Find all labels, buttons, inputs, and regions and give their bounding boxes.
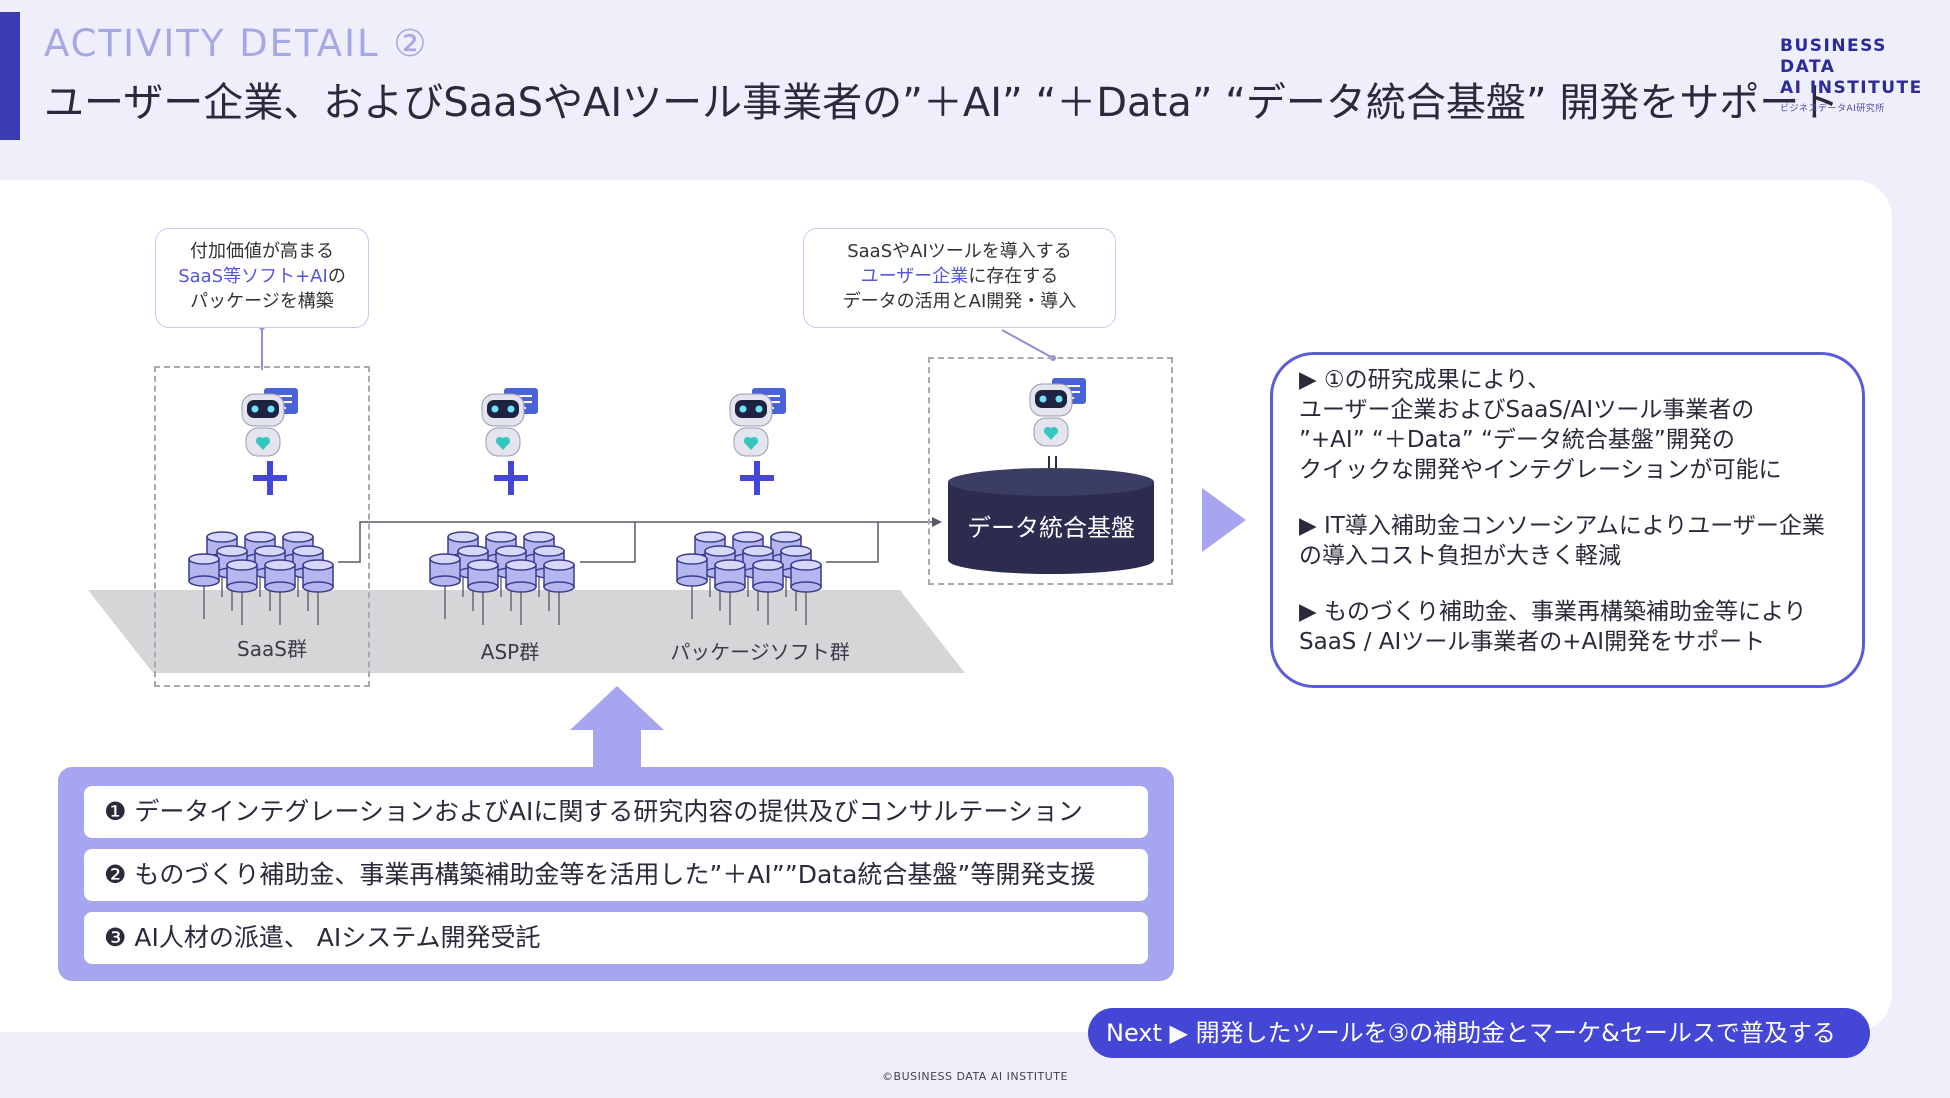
copyright: ©BUSINESS DATA AI INSTITUTE [882,1070,1068,1083]
page-title: ユーザー企業、およびSaaSやAIツール事業者の”＋AI” “＋Data” “デ… [44,80,1840,126]
robot-icon [481,387,539,457]
next-step-banner: Next ▶ 開発したツールを③の補助金とマーケ&セールスで普及する [1088,1008,1870,1058]
group-label-saas: SaaS群 [237,637,307,661]
support-item: ❸ AI人材の派遣、 AIシステム開発受託 [84,912,1148,964]
up-arrow-icon [570,686,664,770]
callout-left-line-1: 付加価値が高まる [190,241,334,262]
plus-icon [740,461,774,495]
callout-right-line-2-suffix: に存在する [968,266,1059,287]
summary-box: ▶ ①の研究成果により、 ユーザー企業およびSaaS/AIツール事業者の ”+A… [1270,352,1865,688]
logo-line-2: DATA [1780,57,1836,77]
platform-shadow [88,590,965,673]
logo-line-4: ビジネスデータAI研究所 [1780,104,1885,114]
data-flow-line [338,521,932,563]
database-icon [948,468,1154,574]
callout-left-line-2-suffix: の [327,266,346,287]
database-frame [928,357,1173,585]
callout-right-line-1: SaaSやAIツールを導入する [847,241,1072,262]
logo-line-3: AI INSTITUTE [1780,78,1923,98]
support-item: ❶ データインテグレーションおよびAIに関する研究内容の提供及びコンサルテーショ… [84,786,1148,838]
callout-left-line-2: SaaS等ソフト+AIの [168,264,356,289]
section-subtitle: ACTIVITY DETAIL ② [44,22,429,65]
accent-bar [0,12,20,140]
logo-line-1: BUSINESS [1780,36,1887,56]
callout-left-line-3: パッケージを構築 [190,291,334,312]
group-label-asp: ASP群 [480,640,540,664]
summary-item: ▶ ものづくり補助金、事業再構築補助金等により SaaS / AIツール事業者の… [1299,599,1807,655]
logo: BUSINESS DATA AI INSTITUTE ビジネスデータAI研究所 [1780,36,1923,120]
callout-left-highlight: SaaS等ソフト+AI [178,266,328,287]
summary-item: ▶ ①の研究成果により、 ユーザー企業およびSaaS/AIツール事業者の ”+A… [1299,367,1782,483]
summary-item: ▶ IT導入補助金コンソーシアムによりユーザー企業の導入コスト負担が大きく軽減 [1299,513,1825,569]
callout-right-highlight: ユーザー企業 [860,266,969,287]
arrow-head-icon [932,517,942,527]
saas-group-frame [154,366,370,687]
callout-right: SaaSやAIツールを導入する ユーザー企業に存在する データの活用とAI開発・… [803,228,1116,328]
callout-left: 付加価値が高まる SaaS等ソフト+AIの パッケージを構築 [155,228,369,328]
callout-right-line-3: データの活用とAI開発・導入 [842,291,1077,312]
group-label-package: パッケージソフト群 [670,640,850,664]
support-list: ❶ データインテグレーションおよびAIに関する研究内容の提供及びコンサルテーショ… [58,767,1174,981]
database-label: データ統合基盤 [967,514,1135,542]
support-item: ❷ ものづくり補助金、事業再構築補助金等を活用した”＋AI””Data統合基盤”… [84,849,1148,901]
callout-right-connector [1001,329,1054,359]
callout-right-line-2: ユーザー企業に存在する [816,264,1103,289]
plus-icon [494,461,528,495]
result-arrow-icon [1202,488,1246,552]
robot-icon [729,387,787,457]
